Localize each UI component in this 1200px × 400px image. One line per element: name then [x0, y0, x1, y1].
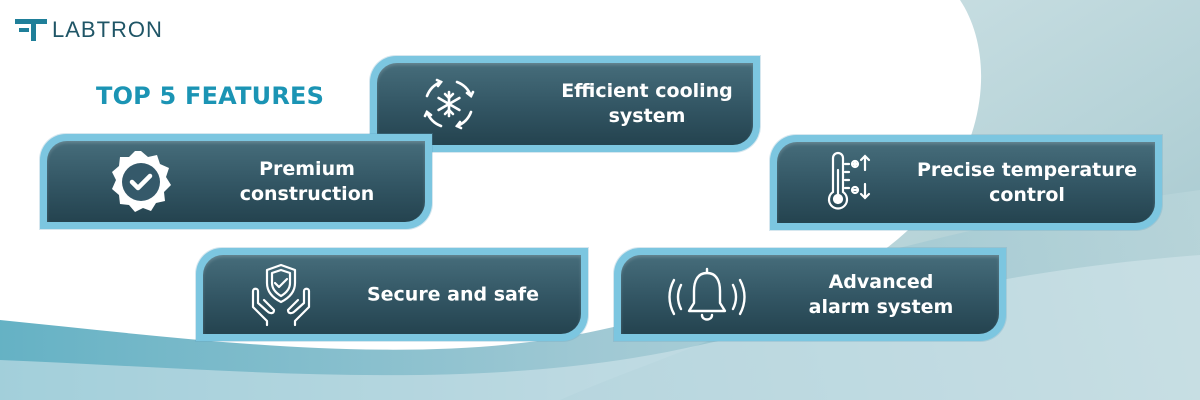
- brand-name: LABTRON: [52, 17, 163, 42]
- page-title: TOP 5 FEATURES: [96, 82, 325, 110]
- feature-card-construction: Premium construction: [40, 134, 432, 229]
- feature-label-line: Secure and safe: [366, 283, 540, 305]
- feature-label: Advanced alarm system: [781, 270, 981, 320]
- labtron-mark-icon: [15, 19, 47, 41]
- feature-card-body: Premium construction: [47, 141, 425, 222]
- feature-label-line: Precise temperature: [916, 158, 1138, 181]
- feature-label: Premium construction: [207, 157, 407, 207]
- feature-label-line: alarm system: [808, 295, 954, 318]
- feature-card-security: Secure and safe: [196, 248, 588, 341]
- feature-label-line: Premium: [259, 157, 355, 180]
- feature-card-body: Efficient cooling system: [377, 63, 753, 145]
- feature-label-line: Efficient cooling: [561, 80, 733, 102]
- bell-alarm-icon: [667, 263, 747, 327]
- thermometer-icon: [825, 150, 879, 216]
- feature-label-line: Advanced: [828, 270, 934, 293]
- feature-label: Secure and safe: [353, 282, 553, 307]
- feature-card-body: Precise temperature control: [777, 142, 1155, 223]
- feature-card-body: Advanced alarm system: [621, 255, 999, 334]
- feature-label-line: control: [989, 183, 1065, 206]
- brand-logo: LABTRON: [14, 12, 163, 48]
- feature-label: Efficient cooling system: [527, 79, 767, 129]
- snowflake-cycle-icon: [417, 72, 481, 136]
- feature-label: Precise temperature control: [897, 158, 1157, 208]
- feature-card-temperature: Precise temperature control: [770, 135, 1162, 230]
- feature-card-alarm: Advanced alarm system: [614, 248, 1006, 341]
- check-badge-icon: [107, 148, 175, 216]
- feature-label-line: system: [608, 105, 686, 127]
- feature-card-cooling: Efficient cooling system: [370, 56, 760, 152]
- feature-label-line: construction: [239, 182, 375, 205]
- feature-card-body: Secure and safe: [203, 255, 581, 334]
- shield-hands-icon: [247, 261, 315, 329]
